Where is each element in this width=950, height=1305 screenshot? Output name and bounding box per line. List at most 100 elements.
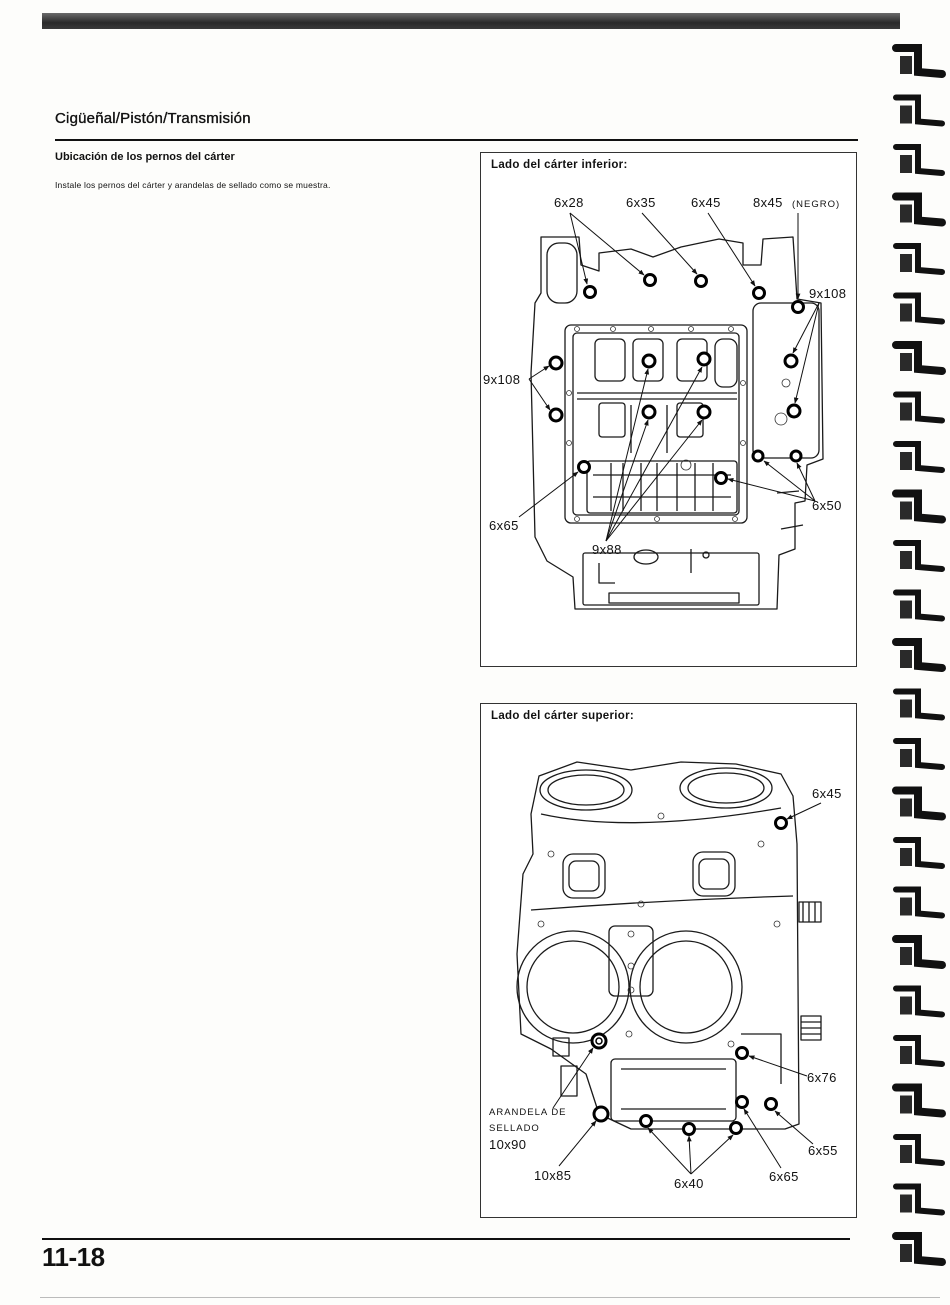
binding-ring bbox=[893, 738, 945, 770]
bolt-marker bbox=[641, 353, 657, 369]
bolt-marker bbox=[639, 1114, 653, 1128]
binding-ring bbox=[893, 144, 945, 176]
spiral-binding bbox=[892, 44, 946, 1266]
bolt-marker bbox=[696, 351, 712, 367]
binding-ring bbox=[892, 935, 946, 969]
binding-ring bbox=[893, 94, 945, 127]
bolt-labels: 6x45 6x76 ARANDELA DE SELLADO 10x90 6x55… bbox=[489, 786, 841, 1191]
leader-line bbox=[690, 1134, 734, 1175]
binding-ring bbox=[892, 786, 946, 821]
binding-ring bbox=[892, 1083, 946, 1118]
leader-line bbox=[796, 462, 816, 502]
binding-ring bbox=[892, 192, 946, 227]
leader-line bbox=[727, 477, 816, 502]
label-6x50: 6x50 bbox=[812, 498, 842, 513]
upper-crankcase-diagram: 6x45 6x76 ARANDELA DE SELLADO 10x90 6x55… bbox=[489, 761, 841, 1191]
leader-line bbox=[647, 1127, 692, 1175]
washer-ring bbox=[595, 1037, 603, 1045]
figure-caption: Lado del cárter superior: bbox=[491, 710, 634, 722]
leader-line bbox=[707, 212, 756, 287]
footer-rule bbox=[42, 1238, 850, 1240]
leader-line bbox=[569, 212, 589, 285]
leader-line bbox=[748, 1055, 808, 1077]
bolt-markers bbox=[548, 273, 805, 485]
binding-ring bbox=[893, 1134, 945, 1166]
washer-bolt-marker bbox=[590, 1032, 608, 1050]
leader-line bbox=[605, 368, 650, 542]
bolt-marker bbox=[577, 460, 591, 474]
label-6x35: 6x35 bbox=[626, 195, 656, 210]
bolt-marker bbox=[548, 407, 564, 423]
bolt-marker bbox=[583, 285, 597, 299]
binding-ring bbox=[892, 341, 946, 375]
binding-ring bbox=[892, 638, 946, 672]
leader-line bbox=[528, 365, 550, 380]
binding-ring bbox=[892, 1232, 946, 1266]
bolt-marker bbox=[789, 449, 803, 463]
bolt-markers bbox=[590, 816, 788, 1136]
label-6x65: 6x65 bbox=[489, 518, 519, 533]
binding-ring bbox=[892, 489, 946, 524]
bolt-marker bbox=[774, 816, 788, 830]
bolt-labels: 6x28 6x35 6x45 8x45 (NEGRO) 9x108 9x108 … bbox=[483, 195, 846, 557]
label-9x88: 9x88 bbox=[592, 542, 622, 557]
binding-ring bbox=[893, 886, 945, 919]
binding-ring bbox=[893, 1183, 945, 1216]
bolt-marker bbox=[783, 353, 799, 369]
label-6x65: 6x65 bbox=[769, 1169, 799, 1184]
bolt-marker bbox=[751, 449, 765, 463]
bolt-marker bbox=[643, 273, 657, 287]
header-rule bbox=[55, 139, 858, 141]
leader-lines bbox=[552, 802, 822, 1175]
figure-caption: Lado del cárter inferior: bbox=[491, 159, 628, 171]
leader-line bbox=[528, 378, 551, 411]
label-9x108-left: 9x108 bbox=[483, 372, 520, 387]
leader-line bbox=[605, 366, 703, 542]
bolt-marker bbox=[548, 355, 564, 371]
binding-ring bbox=[892, 44, 946, 78]
label-9x108-right: 9x108 bbox=[809, 286, 846, 301]
binding-ring bbox=[893, 243, 945, 275]
binding-ring bbox=[893, 540, 945, 572]
label-6x45: 6x45 bbox=[691, 195, 721, 210]
instruction-text: Instale los pernos del cárter y arandela… bbox=[55, 180, 331, 190]
bolt-marker bbox=[735, 1046, 749, 1060]
upper-crankcase-drawing bbox=[516, 761, 822, 1130]
label-washer-line2: SELLADO bbox=[489, 1123, 540, 1134]
binding-ring bbox=[893, 1035, 945, 1067]
leader-line bbox=[558, 1120, 597, 1167]
leader-line bbox=[793, 302, 820, 404]
gasket-holes bbox=[537, 812, 781, 1048]
gasket-holes bbox=[566, 326, 791, 522]
leader-line bbox=[552, 1047, 594, 1109]
bolt-marker bbox=[791, 300, 805, 314]
lower-crankcase-drawing bbox=[530, 236, 824, 610]
bolt-marker bbox=[696, 404, 712, 420]
leader-lines bbox=[518, 212, 820, 542]
leader-line bbox=[786, 802, 822, 820]
bolt-marker bbox=[729, 1121, 743, 1135]
label-washer-line1: ARANDELA DE bbox=[489, 1107, 567, 1118]
bolt-marker bbox=[786, 403, 802, 419]
label-6x28: 6x28 bbox=[554, 195, 584, 210]
bolt-marker bbox=[764, 1097, 778, 1111]
bolt-marker bbox=[752, 286, 766, 300]
label-8x45: 8x45 bbox=[753, 195, 783, 210]
label-negro-note: (NEGRO) bbox=[792, 199, 840, 210]
bolt-marker bbox=[592, 1105, 610, 1123]
binding-ring bbox=[893, 985, 945, 1018]
leader-line bbox=[743, 1108, 782, 1169]
label-10x85: 10x85 bbox=[534, 1168, 571, 1183]
bolt-marker bbox=[641, 404, 657, 420]
leader-line bbox=[641, 212, 698, 275]
label-10x90: 10x90 bbox=[489, 1137, 526, 1152]
bolt-marker bbox=[694, 274, 708, 288]
label-6x55: 6x55 bbox=[808, 1143, 838, 1158]
leader-line bbox=[518, 471, 579, 518]
binding-ring bbox=[893, 837, 945, 869]
leader-line bbox=[774, 1110, 814, 1145]
page-number: 11-18 bbox=[42, 1242, 105, 1272]
label-6x76: 6x76 bbox=[807, 1070, 837, 1085]
leader-line bbox=[763, 460, 816, 502]
scan-edge-line bbox=[40, 1297, 940, 1298]
